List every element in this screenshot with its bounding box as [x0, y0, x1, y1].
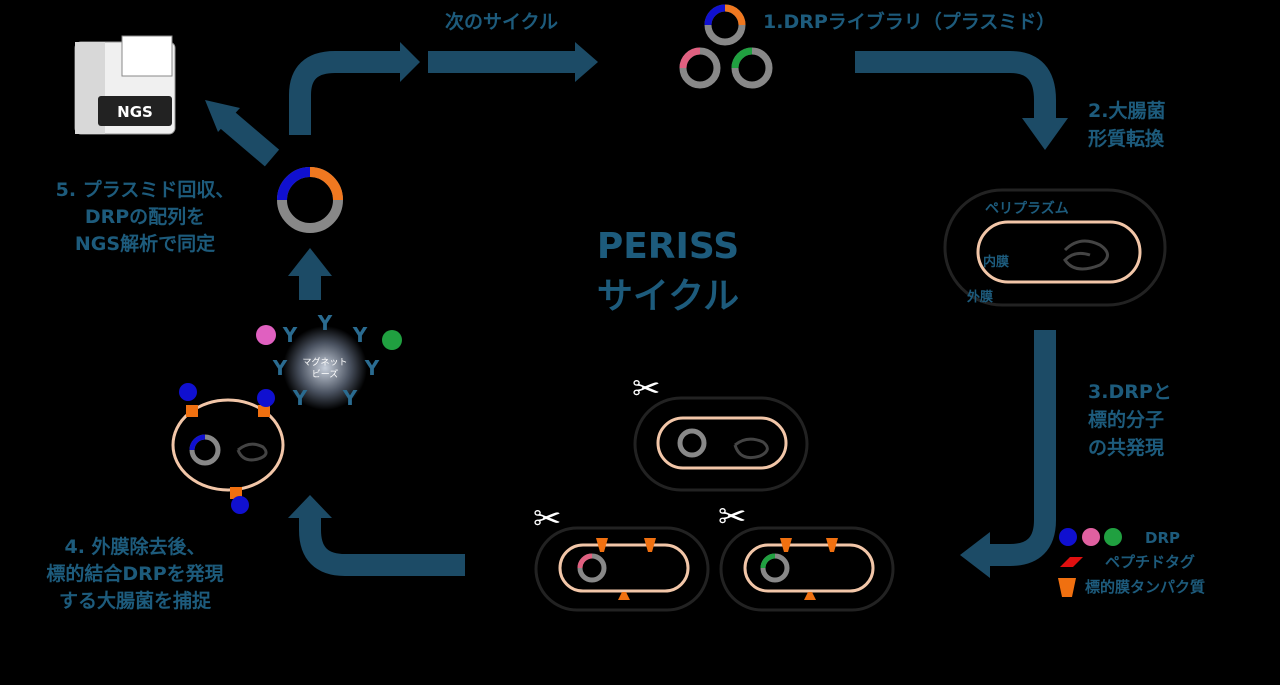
- ngs-label: NGS: [117, 103, 153, 121]
- cycle-title-line1: PERISS: [597, 226, 739, 267]
- svg-text:✂: ✂: [718, 497, 747, 537]
- scissors-icon: ✂ ✂ ✂: [533, 369, 747, 539]
- svg-text:✂: ✂: [632, 369, 661, 409]
- step4-label-line1: 4. 外膜除去後、: [64, 535, 205, 558]
- step5-label-line1: 5. プラスミド回収、: [56, 178, 235, 201]
- svg-text:Y: Y: [272, 356, 288, 380]
- step3-label-line1: 3.DRPと: [1088, 381, 1172, 403]
- cycle-arrows: [205, 42, 1068, 578]
- ngs-machine-icon: NGS: [74, 35, 176, 135]
- coexpression-cells: [534, 396, 895, 612]
- inner-membrane-label: 内膜: [983, 254, 1009, 270]
- legend: DRP ペプチドタグ 標的膜タンパク質: [1058, 528, 1205, 597]
- ecoli-cell-diagram: ペリプラズム 内膜 外膜: [943, 188, 1167, 307]
- captured-cell: [171, 383, 285, 514]
- step3-label-line2: 標的分子: [1088, 408, 1164, 431]
- plasmid-library-icon: [679, 4, 773, 89]
- step4-label-line2: 標的結合DRPを発現: [46, 562, 223, 585]
- beads-label-line2: ビーズ: [312, 368, 339, 380]
- legend-target: 標的膜タンパク質: [1085, 578, 1205, 596]
- svg-text:Y: Y: [282, 323, 298, 347]
- step4-label-line3: する大腸菌を捕捉: [59, 589, 212, 612]
- step2-label-line2: 形質転換: [1088, 127, 1165, 150]
- svg-text:Y: Y: [342, 386, 358, 410]
- legend-drp: DRP: [1145, 529, 1180, 547]
- svg-text:Y: Y: [317, 311, 333, 335]
- step5-label-line2: DRPの配列を: [85, 206, 205, 228]
- svg-text:✂: ✂: [533, 499, 562, 539]
- step2-label-line1: 2.大腸菌: [1088, 99, 1165, 122]
- step3-label-line3: の共発現: [1088, 436, 1164, 459]
- cycle-title-line2: サイクル: [597, 276, 739, 317]
- next-cycle-label: 次のサイクル: [445, 10, 558, 33]
- outer-membrane-label: 外膜: [966, 289, 993, 305]
- step5-label-line3: NGS解析で同定: [75, 232, 215, 255]
- svg-text:Y: Y: [352, 323, 368, 347]
- legend-peptide-tag: ペプチドタグ: [1105, 553, 1195, 571]
- periplasm-label: ペリプラズム: [985, 200, 1069, 217]
- step1-label: 1.DRPライブラリ（プラスミド）: [763, 10, 1055, 33]
- svg-text:Y: Y: [292, 386, 308, 410]
- recovered-plasmid-icon: [277, 167, 343, 233]
- svg-text:Y: Y: [364, 356, 380, 380]
- beads-label-line1: マグネット: [302, 356, 347, 368]
